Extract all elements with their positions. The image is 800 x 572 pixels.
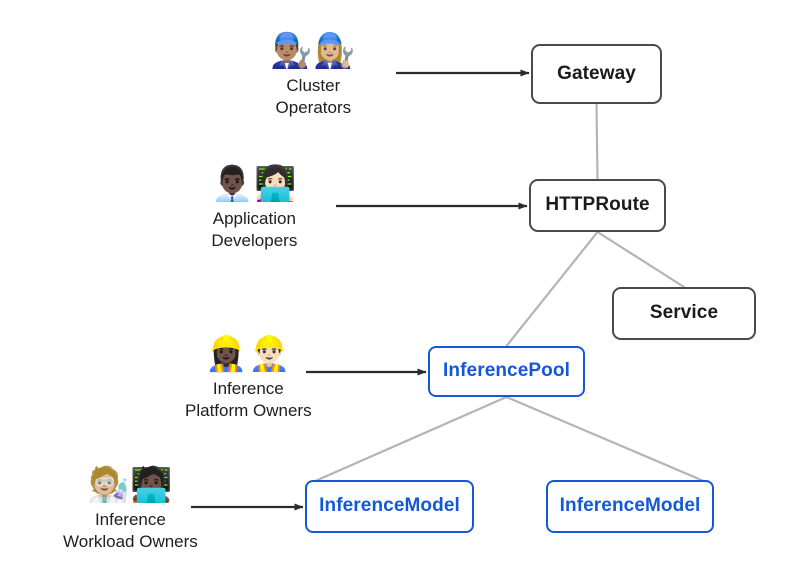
persona-label-inference-workload-owners: Inference Workload Owners [63,510,198,551]
persona-inference-workload-owners: 🧑🏼‍🔬🧑🏿‍💻 Inference Workload Owners [63,468,198,553]
man-mechanic-and-woman-mechanic-icon: 👨🏽‍🔧👩🏼‍🔧 [270,31,357,71]
node-gateway[interactable]: Gateway [531,44,662,104]
woman-construction-worker-and-man-construction-worker-icon: 👷🏿‍♀️👷🏻‍♂️ [204,334,292,374]
edge-gateway-to-httproute [595,102,599,181]
edge-inferencepool-to-inferencemodel1 [311,395,508,484]
node-inferencemodel1[interactable]: InferenceModel [305,480,474,533]
edge-httproute-to-service [596,230,686,289]
node-inferencepool[interactable]: InferencePool [428,346,585,397]
node-inferencemodel2[interactable]: InferenceModel [546,480,714,533]
persona-label-inference-platform-owners: Inference Platform Owners [185,379,312,420]
node-service[interactable]: Service [612,287,756,340]
scientist-and-technologist-icon: 🧑🏼‍🔬🧑🏿‍💻 [87,465,174,505]
edge-httproute-to-inferencepool [505,230,599,348]
man-office-worker-and-woman-technologist-icon: 👨🏿‍💼👩🏻‍💻 [211,164,298,204]
persona-application-developers: 👨🏿‍💼👩🏻‍💻 Application Developers [211,167,298,252]
edge-inferencepool-to-inferencemodel2 [505,395,708,484]
persona-label-application-developers: Application Developers [211,209,298,250]
persona-inference-platform-owners: 👷🏿‍♀️👷🏻‍♂️ Inference Platform Owners [185,337,312,422]
node-httproute[interactable]: HTTPRoute [529,179,666,232]
persona-arrows [191,69,530,511]
persona-label-cluster-operators: Cluster Operators [275,76,352,117]
persona-cluster-operators: 👨🏽‍🔧👩🏼‍🔧 Cluster Operators [270,34,357,119]
